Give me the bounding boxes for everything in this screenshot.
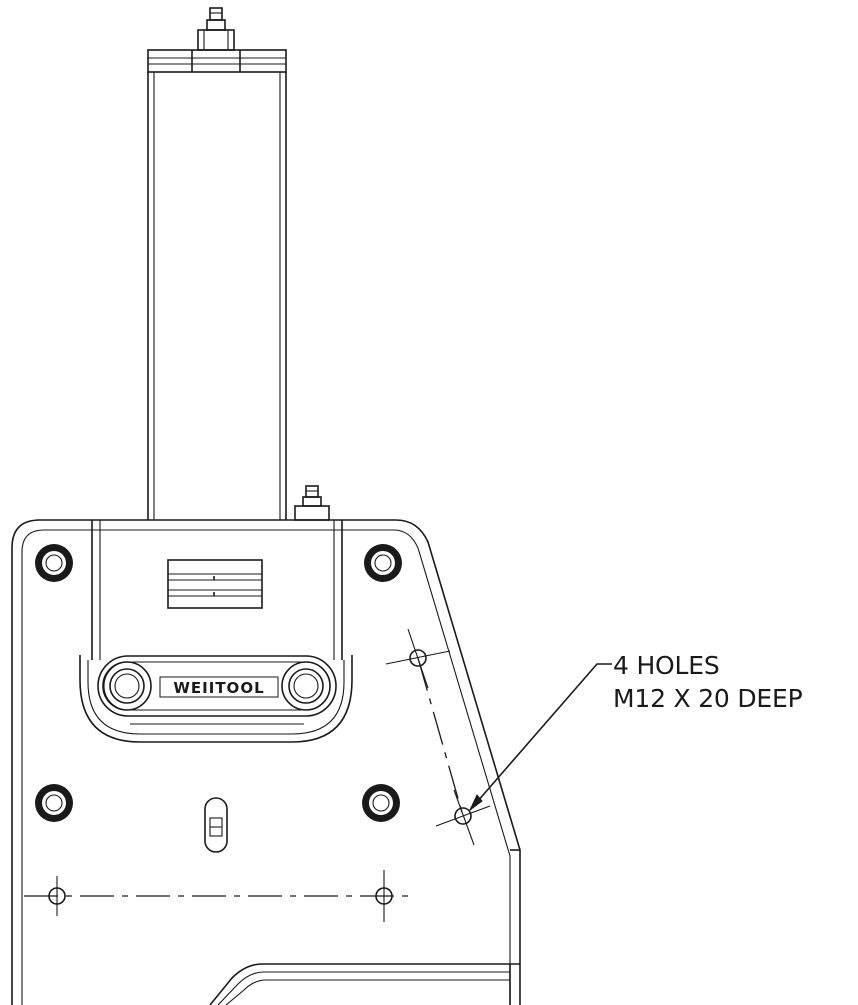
top-fitting: [197, 7, 235, 51]
base-plate: [11, 519, 521, 1005]
bottom-bracket: [209, 963, 520, 1005]
mounting-bolt-top-left: [35, 544, 73, 582]
housing-block: [79, 520, 353, 743]
svg-text:WEIITOOL: WEIITOOL: [173, 679, 264, 697]
threaded-hole-lower: [435, 789, 491, 846]
side-fitting: [294, 485, 330, 521]
mounting-bolt-bottom-right: [362, 784, 400, 822]
slot-indicator: [204, 797, 228, 853]
latch-indicator: [167, 559, 263, 609]
callout-hole-count: 4 HOLES: [613, 651, 720, 680]
brand-logo: WEIITOOL: [159, 676, 279, 698]
mounting-bolt-bottom-left: [35, 784, 73, 822]
cylinder-top-cap: [147, 49, 287, 73]
logo-bolt-left: [102, 661, 152, 711]
threaded-hole-upper: [385, 628, 451, 689]
callout-hole-spec: M12 X 20 DEEP: [613, 684, 803, 713]
hole-centerline-angled: [417, 657, 464, 817]
cylinder: [147, 72, 287, 520]
callout-leader: [469, 663, 612, 811]
mounting-bolt-top-right: [364, 544, 402, 582]
logo-bolt-right: [281, 661, 331, 711]
